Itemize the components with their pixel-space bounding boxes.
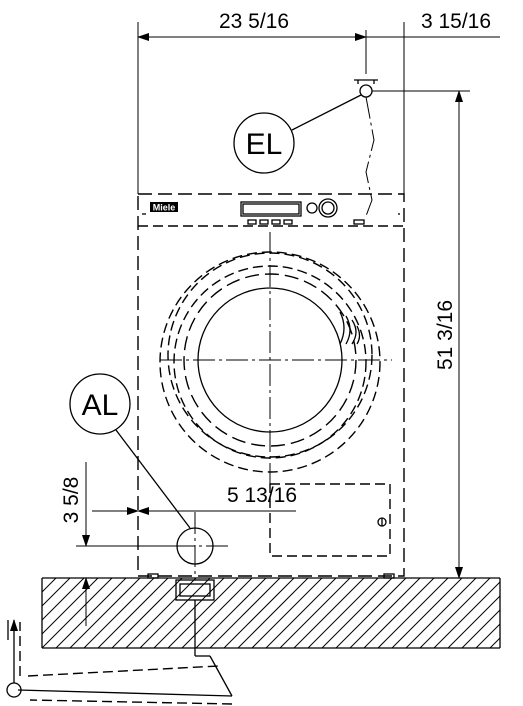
height-dimension: 51 3/16 <box>404 90 470 579</box>
hatch-line <box>475 623 501 649</box>
hatch-line <box>489 637 501 649</box>
brand-logo: Miele <box>153 203 176 213</box>
hatch-line <box>349 577 421 649</box>
hatch-line <box>69 577 141 649</box>
hatch-line <box>153 577 225 649</box>
hatch-line <box>41 577 99 635</box>
hatch-line <box>111 577 183 649</box>
drain-callout: AL <box>82 389 119 422</box>
dryer-body: Miele <box>137 22 405 579</box>
hatch-line <box>335 577 407 649</box>
drain-offset-dimension: 5 13/16 <box>92 484 297 515</box>
electrical-connection: EL <box>233 79 470 217</box>
brand-logo-box <box>150 202 178 212</box>
drain-height-label: 3 5/8 <box>60 477 83 524</box>
drain-offset-label: 5 13/16 <box>227 484 297 507</box>
drain-connection: AL <box>6 373 233 705</box>
offset-dimension: 3 15/16 <box>365 10 500 74</box>
hatch-line <box>265 577 337 649</box>
offset-right-label: 3 15/16 <box>421 10 491 33</box>
hatch-line <box>279 577 351 649</box>
hatch-line <box>223 577 295 649</box>
hatch-line <box>41 577 113 649</box>
hatch-line <box>55 577 127 649</box>
floor-hatching <box>41 577 501 649</box>
width-label: 23 5/16 <box>219 10 289 33</box>
hatch-line <box>419 577 491 649</box>
hatch-line <box>139 577 211 649</box>
hatch-line <box>307 577 379 649</box>
hatch-line <box>293 577 365 649</box>
electrical-callout: EL <box>246 128 283 161</box>
hatch-line <box>391 577 463 649</box>
hatch-line <box>209 577 281 649</box>
hatch-line <box>433 581 501 649</box>
hatch-line <box>97 577 169 649</box>
hatch-line <box>41 577 71 607</box>
drain-height-dimension: 3 5/8 <box>60 462 176 626</box>
hatch-line <box>195 577 267 649</box>
hatch-line <box>181 577 253 649</box>
hatch-line <box>363 577 435 649</box>
hatch-line <box>447 595 501 649</box>
hatch-line <box>461 609 501 649</box>
width-dimension: 23 5/16 <box>137 10 367 41</box>
hatch-line <box>377 577 449 649</box>
hatch-line <box>237 577 309 649</box>
height-label: 51 3/16 <box>434 300 457 370</box>
hatch-line <box>41 577 85 621</box>
drain-callout-circle <box>69 373 131 435</box>
hatch-line <box>167 577 239 649</box>
hatch-line <box>125 577 197 649</box>
hatch-line <box>251 577 323 649</box>
hatch-line <box>41 577 57 593</box>
electrical-callout-circle <box>233 112 295 174</box>
hatch-line <box>83 577 155 649</box>
hatch-line <box>405 577 477 649</box>
hatch-line <box>321 577 393 649</box>
floor <box>41 577 501 649</box>
